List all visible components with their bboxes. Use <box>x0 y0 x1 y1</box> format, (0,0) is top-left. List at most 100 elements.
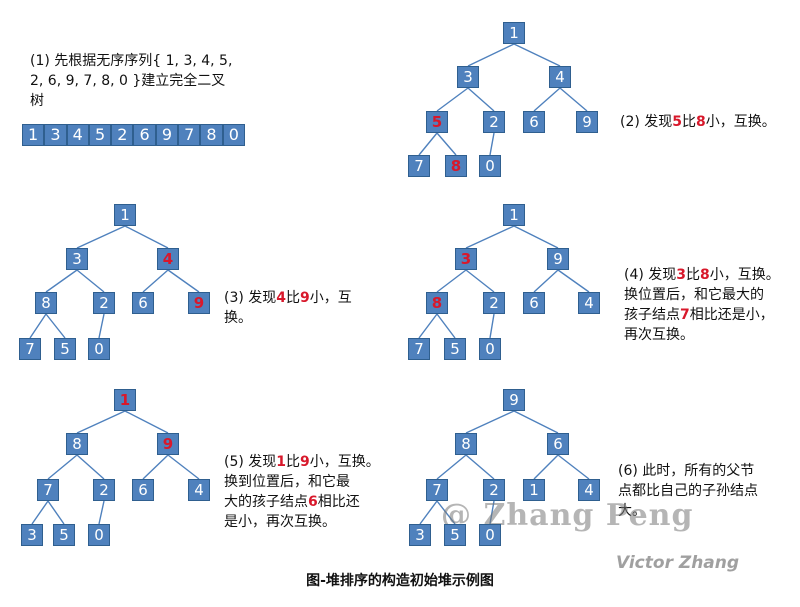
array-cell: 5 <box>88 124 112 146</box>
step-text-segment: 换到位置后，和它最 <box>224 474 350 490</box>
tree-step4-node: 6 <box>523 292 545 314</box>
array-cell: 4 <box>66 124 89 146</box>
tree-step6-edge <box>465 454 495 480</box>
step-text-segment: 比 <box>686 267 701 283</box>
step-text-segment: 树 <box>30 93 44 109</box>
tree-step6-edge <box>465 410 515 434</box>
tree-step4-node: 5 <box>444 338 466 360</box>
tree-step6-edge <box>489 500 495 525</box>
tree-step2-node: 1 <box>503 22 525 44</box>
array-cell: 9 <box>155 124 179 146</box>
tree-step5-edge <box>142 454 169 480</box>
step-text-segment: (4) 发现 <box>624 267 677 283</box>
tree-step5-node: 0 <box>88 524 110 546</box>
tree-step4-node: 7 <box>408 338 430 360</box>
tree-step4-edge <box>557 269 590 293</box>
tree-step3-edge <box>45 269 78 293</box>
tree-step4-edge <box>465 225 515 249</box>
tree-step3-edge <box>45 313 66 339</box>
tree-step3-edge <box>142 269 169 293</box>
watermark-sub: Victor Zhang <box>616 553 740 573</box>
tree-step3-node: 4 <box>157 248 179 270</box>
tree-step2-edge <box>467 43 515 67</box>
array-cell: 3 <box>44 124 67 146</box>
step-text-segment: 小，互换。 <box>709 267 780 283</box>
step-text-segment: 比 <box>286 290 301 306</box>
highlight-number: 4 <box>276 290 287 306</box>
tree-step5-edge <box>76 410 126 434</box>
tree-step4-node: 3 <box>455 248 477 270</box>
tree-step3-edge <box>76 225 126 249</box>
tree-step5-node: 2 <box>93 479 115 501</box>
tree-step2-edge <box>467 87 495 112</box>
tree-step6-edge <box>533 454 559 480</box>
tree-step2-node: 5 <box>426 111 448 133</box>
tree-step2-edge <box>513 43 561 67</box>
tree-step6-node: 7 <box>426 479 448 501</box>
highlight-number: 9 <box>300 454 310 470</box>
tree-step5-edge <box>167 454 200 480</box>
tree-step6-node: 2 <box>483 479 505 501</box>
array-cell: 1 <box>22 124 45 146</box>
tree-step2-node: 7 <box>408 155 430 177</box>
tree-step5-edge <box>47 500 65 525</box>
tree-step3-node: 0 <box>88 338 110 360</box>
step5-text: (5) 发现1比9小，互换。换到位置后，和它最大的孩子结点6相比还是小，再次互换… <box>224 452 399 532</box>
step4-text: (4) 发现3比8小，互换。换位置后，和它最大的孩子结点7相比还是小，再次互换。 <box>624 265 794 345</box>
highlight-number: 7 <box>680 307 690 323</box>
tree-step4-edge <box>436 313 456 339</box>
tree-step3-node: 7 <box>19 338 41 360</box>
tree-step4-edge <box>436 269 467 293</box>
tree-step5-node: 4 <box>188 479 210 501</box>
highlight-number: 9 <box>300 290 310 306</box>
highlight-number: 8 <box>700 267 710 283</box>
tree-step3-node: 2 <box>93 292 115 314</box>
tree-step3-edge <box>29 313 47 339</box>
tree-step5-node: 5 <box>53 524 75 546</box>
step1-text: (1) 先根据无序序列{ 1, 3, 4, 5,2, 6, 9, 7, 8, 0… <box>30 51 260 111</box>
tree-step6-node: 6 <box>547 433 569 455</box>
tree-step6-node: 3 <box>409 524 431 546</box>
tree-step6-node: 9 <box>503 389 525 411</box>
tree-step2-node: 0 <box>479 155 501 177</box>
tree-step2-edge <box>418 132 438 156</box>
step-text-segment: (6) 此时，所有的父节 <box>618 463 755 479</box>
tree-step6-node: 5 <box>444 524 466 546</box>
tree-step2-edge <box>436 87 469 112</box>
step-text-segment: 大。 <box>618 503 646 519</box>
tree-step2-node: 6 <box>523 111 545 133</box>
tree-step5-node: 8 <box>66 433 88 455</box>
tree-step4-node: 1 <box>503 204 525 226</box>
tree-step4-node: 8 <box>426 292 448 314</box>
tree-step6-edge <box>513 410 559 434</box>
tree-step3-node: 5 <box>54 338 76 360</box>
tree-step6-node: 1 <box>523 479 545 501</box>
tree-step2-edge <box>559 87 588 112</box>
tree-step5-node: 6 <box>132 479 154 501</box>
step-text-segment: 小，互换。 <box>309 454 380 470</box>
array-cell: 7 <box>178 124 201 146</box>
highlight-number: 6 <box>308 494 318 510</box>
step-text-segment: 小，互换。 <box>705 114 776 130</box>
tree-step3-edge <box>167 269 200 293</box>
step2-text: (2) 发现5比8小，互换。 <box>620 112 790 132</box>
tree-step5-node: 9 <box>157 433 179 455</box>
tree-step6-edge <box>419 500 438 525</box>
highlight-number: 1 <box>276 454 287 470</box>
tree-step2-edge <box>489 132 495 156</box>
tree-step4-edge <box>513 225 559 249</box>
tree-step5-node: 1 <box>114 389 136 411</box>
tree-step5-edge <box>124 410 169 434</box>
array-cell: 8 <box>200 124 223 146</box>
step-text-segment: (2) 发现 <box>620 114 673 130</box>
step-text-segment: 大的孩子结点 <box>224 494 308 510</box>
tree-step4-edge <box>489 313 495 339</box>
tree-step3-edge <box>124 225 169 249</box>
step-text-segment: 比 <box>682 114 697 130</box>
tree-step3-node: 9 <box>188 292 210 314</box>
tree-step5-edge <box>98 500 105 525</box>
tree-step4-edge <box>465 269 495 293</box>
tree-step5-edge <box>76 454 105 480</box>
tree-step4-node: 0 <box>479 338 501 360</box>
